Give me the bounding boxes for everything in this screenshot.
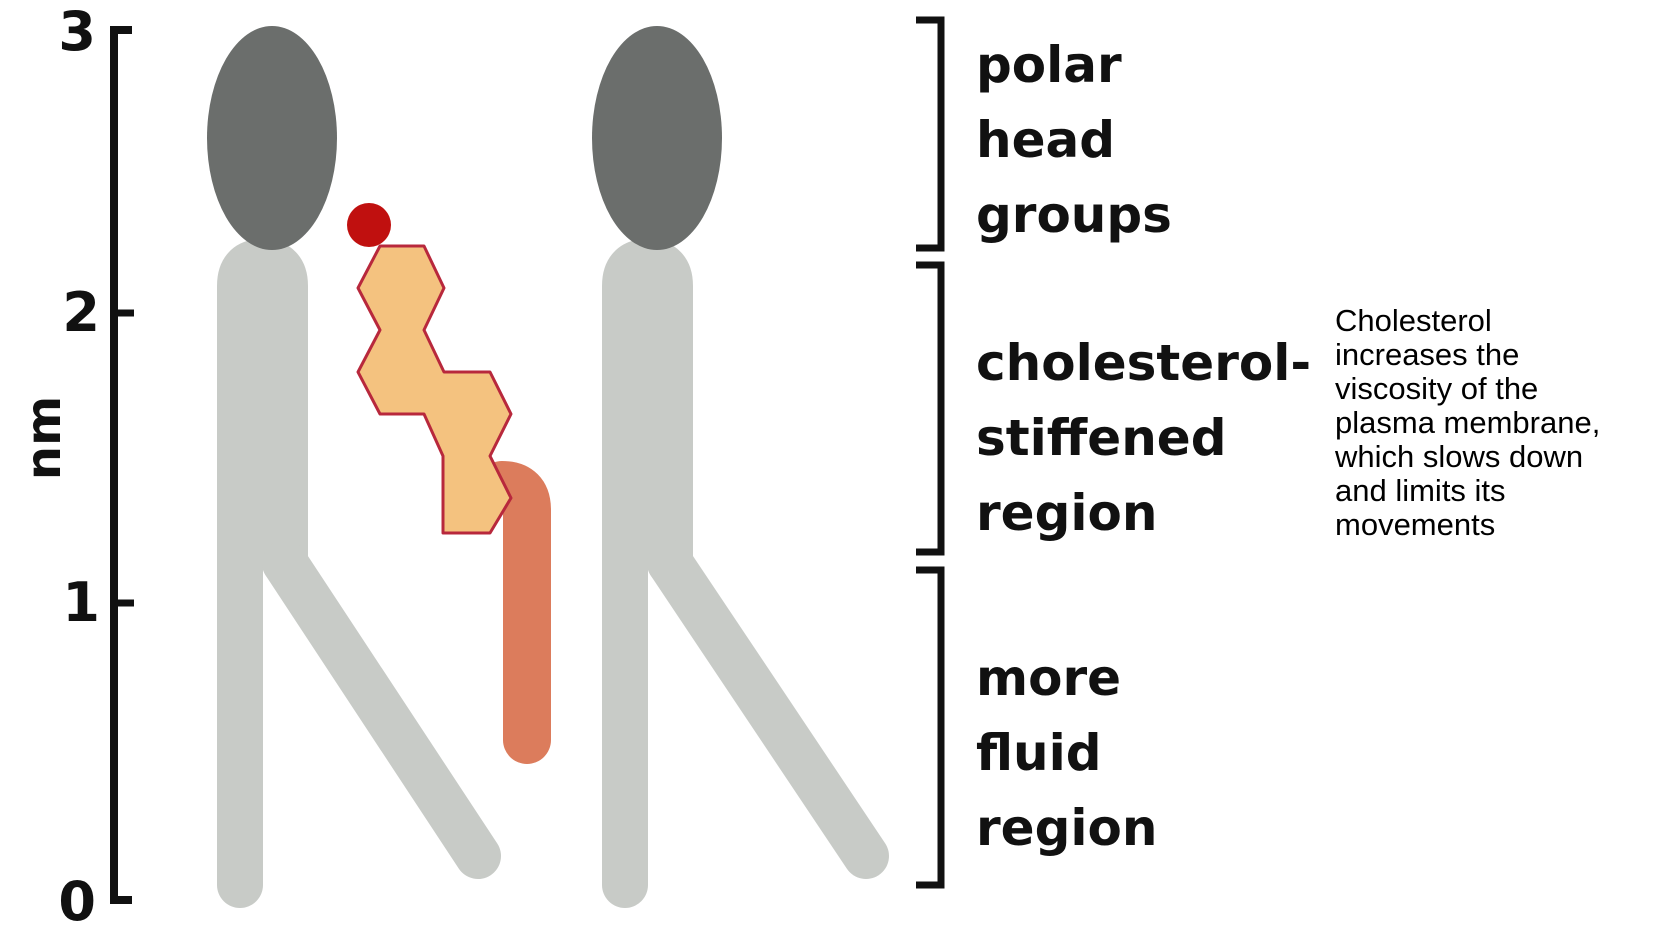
bracket-fluid bbox=[916, 570, 941, 885]
bracket-polar-head bbox=[916, 20, 941, 248]
cholesterol-steroid-rings bbox=[358, 246, 511, 533]
axis-unit-label: nm bbox=[16, 396, 72, 480]
label-head: head bbox=[976, 111, 1115, 169]
label-stiffened: stiffened bbox=[976, 409, 1227, 467]
region-brackets bbox=[916, 20, 941, 885]
note-line: and limits its bbox=[1335, 474, 1665, 508]
note-line: viscosity of the bbox=[1335, 372, 1665, 406]
label-groups: groups bbox=[976, 186, 1172, 244]
tick-label-2: 2 bbox=[62, 281, 100, 344]
tick-label-0: 0 bbox=[58, 870, 96, 925]
bracket-stiffened bbox=[916, 265, 941, 552]
cholesterol-tail bbox=[502, 485, 527, 740]
phospholipid-left-tail-b bbox=[285, 563, 478, 856]
axis-bracket bbox=[114, 30, 132, 900]
note-line: Cholesterol bbox=[1335, 304, 1665, 338]
note-line: plasma membrane, bbox=[1335, 406, 1665, 440]
phospholipid-left bbox=[207, 26, 478, 885]
phospholipid-right-head bbox=[592, 26, 722, 250]
region-labels: polar head groups cholesterol- stiffened… bbox=[976, 36, 1311, 857]
note-line: movements bbox=[1335, 508, 1665, 542]
label-polar: polar bbox=[976, 36, 1122, 94]
cholesterol-hydroxyl-group bbox=[347, 203, 391, 247]
label-more: more bbox=[976, 649, 1121, 707]
cholesterol-note: Cholesterol increases the viscosity of t… bbox=[1335, 304, 1665, 542]
note-line: which slows down bbox=[1335, 440, 1665, 474]
label-region-fluid: region bbox=[976, 799, 1157, 857]
nm-axis: 3 2 1 0 nm bbox=[16, 0, 134, 925]
tick-label-3: 3 bbox=[58, 0, 96, 63]
phospholipid-right bbox=[592, 26, 866, 885]
phospholipid-left-head bbox=[207, 26, 337, 250]
phospholipid-right-tail-b bbox=[670, 563, 866, 856]
label-fluid: fluid bbox=[976, 724, 1102, 782]
note-line: increases the bbox=[1335, 338, 1665, 372]
tick-label-1: 1 bbox=[62, 571, 100, 634]
label-region-stiffened: region bbox=[976, 484, 1157, 542]
label-cholesterol: cholesterol- bbox=[976, 334, 1311, 392]
